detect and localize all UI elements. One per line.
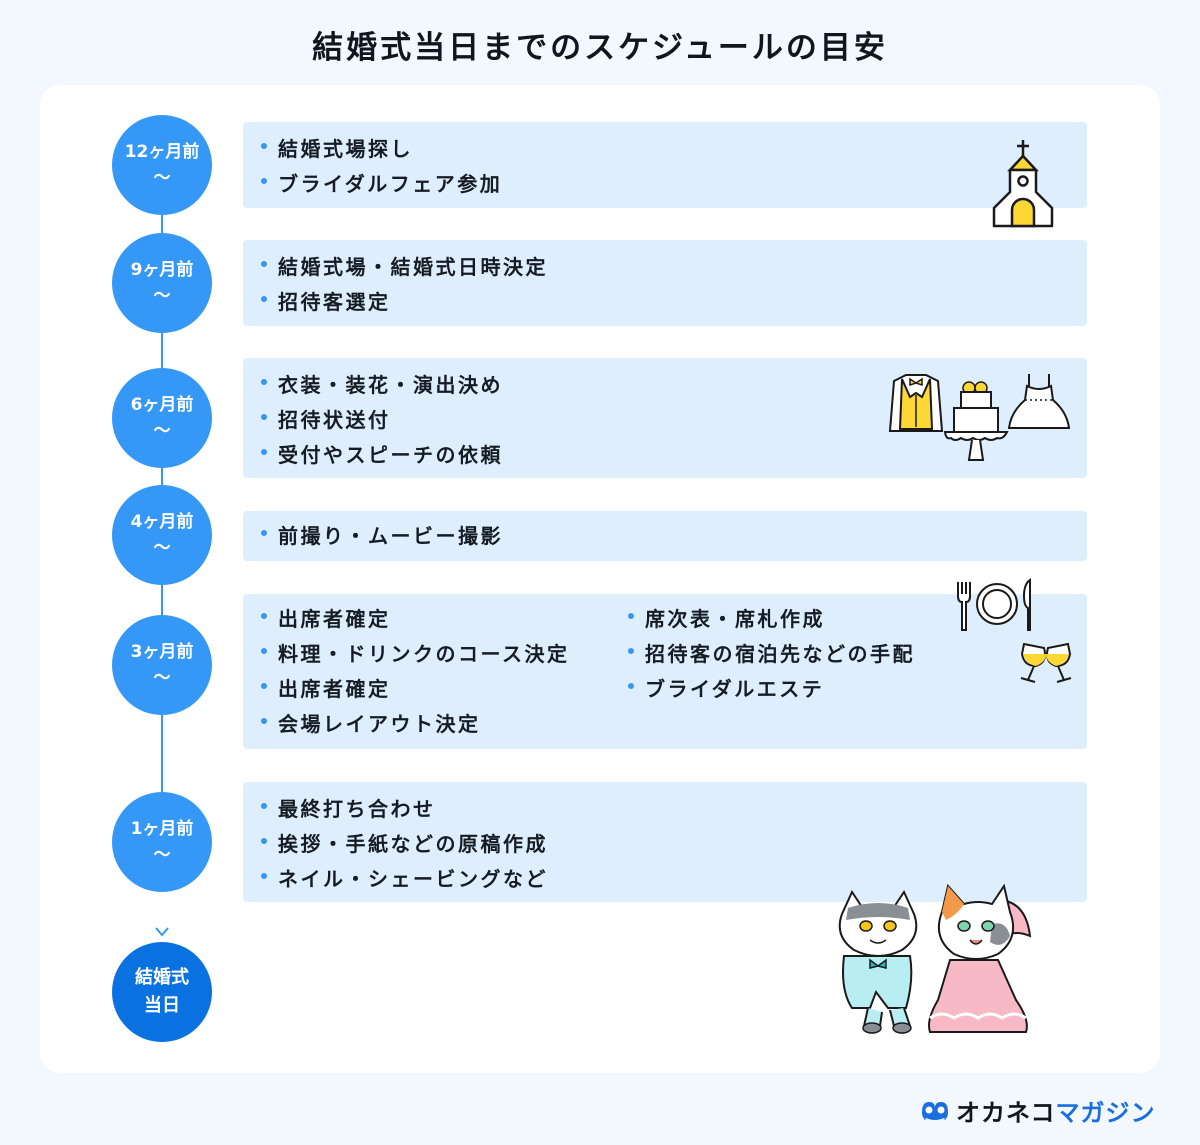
step-tilde: 〜	[153, 421, 171, 441]
task-box-6-months: 衣装・装花・演出決め 招待状送付 受付やスピーチの依頼	[243, 358, 1087, 478]
okaneko-magazine-logo: オカネコ マガジン	[920, 1093, 1156, 1128]
task-item: 挨拶・手紙などの原稿作成	[261, 827, 548, 862]
task-item: ブライダルフェア参加	[261, 167, 502, 202]
task-item: 受付やスピーチの依頼	[261, 438, 503, 473]
church-icon	[992, 140, 1054, 228]
step-label: 9ヶ月前	[130, 260, 194, 280]
task-item: 出席者確定	[261, 672, 570, 707]
logo-text-magazine: マガジン	[1055, 1099, 1156, 1127]
task-item: 招待客の宿泊先などの手配	[628, 637, 915, 672]
step-label: 4ヶ月前	[130, 512, 194, 532]
timeline-step-9-months: 9ヶ月前 〜	[112, 233, 212, 333]
task-item: 衣装・装花・演出決め	[261, 368, 503, 403]
champagne-glasses-icon	[1020, 642, 1072, 683]
tableware-icon	[957, 578, 1031, 631]
wedding-cake-icon	[943, 381, 1009, 461]
final-label-line2: 当日	[144, 995, 180, 1016]
timeline-step-wedding-day: 結婚式 当日	[112, 942, 212, 1042]
step-label: 12ヶ月前	[124, 142, 200, 162]
step-label: 3ヶ月前	[130, 642, 194, 662]
arrow-down-icon	[155, 927, 169, 937]
step-tilde: 〜	[153, 668, 171, 688]
tuxedo-icon	[888, 374, 944, 432]
task-item: 最終打ち合わせ	[261, 792, 548, 827]
task-item: 席次表・席札作成	[628, 602, 915, 637]
final-label-line1: 結婚式	[135, 967, 189, 988]
task-box-4-months: 前撮り・ムービー撮影	[243, 511, 1087, 561]
timeline-step-1-month: 1ヶ月前 〜	[112, 792, 212, 892]
timeline-step-3-months: 3ヶ月前 〜	[112, 615, 212, 715]
okaneko-logo-icon	[922, 1101, 948, 1120]
task-item: 出席者確定	[261, 602, 570, 637]
timeline-step-4-months: 4ヶ月前 〜	[112, 485, 212, 585]
step-label: 1ヶ月前	[130, 819, 194, 839]
task-box-3-months: 出席者確定 料理・ドリンクのコース決定 出席者確定 会場レイアウト決定 席次表・…	[243, 594, 1087, 749]
timeline-step-12-months: 12ヶ月前 〜	[112, 115, 212, 215]
wedding-dress-icon	[1007, 374, 1071, 429]
step-tilde: 〜	[153, 845, 171, 865]
timeline-step-6-months: 6ヶ月前 〜	[112, 368, 212, 468]
task-item: ブライダルエステ	[628, 672, 915, 707]
task-item: 会場レイアウト決定	[261, 707, 570, 742]
page-title: 結婚式当日までのスケジュールの目安	[312, 30, 888, 66]
task-item: 料理・ドリンクのコース決定	[261, 637, 570, 672]
task-box-12-months: 結婚式場探し ブライダルフェア参加	[243, 122, 1087, 208]
task-item: 前撮り・ムービー撮影	[261, 519, 503, 554]
task-item: 結婚式場探し	[261, 132, 502, 167]
task-box-9-months: 結婚式場・結婚式日時決定 招待客選定	[243, 240, 1087, 326]
step-tilde: 〜	[153, 168, 171, 188]
task-item: 招待状送付	[261, 403, 503, 438]
cat-couple-illustration	[838, 883, 1032, 1034]
task-item: 結婚式場・結婚式日時決定	[261, 250, 548, 285]
step-label: 6ヶ月前	[130, 395, 194, 415]
task-item: ネイル・シェービングなど	[261, 862, 548, 897]
task-item: 招待客選定	[261, 285, 548, 320]
step-tilde: 〜	[153, 538, 171, 558]
task-box-1-month: 最終打ち合わせ 挨拶・手紙などの原稿作成 ネイル・シェービングなど	[243, 782, 1087, 902]
step-tilde: 〜	[153, 286, 171, 306]
logo-text-okaneko: オカネコ	[956, 1099, 1056, 1127]
